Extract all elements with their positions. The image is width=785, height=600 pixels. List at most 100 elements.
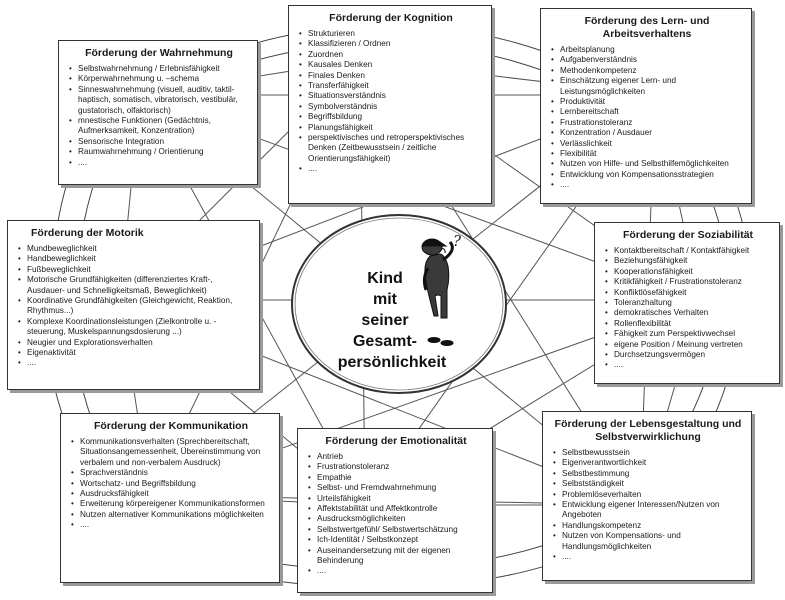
list-item: .... xyxy=(69,158,250,169)
list-item: Zuordnen xyxy=(299,50,484,61)
list-item: Selbstbestimmung xyxy=(553,469,744,480)
list-item: Empathie xyxy=(308,473,485,484)
list-item: Handbeweglichkeit xyxy=(18,254,252,265)
list-item: Koordinative Grundfähigkeiten (Gleichgew… xyxy=(18,296,252,317)
list-item: .... xyxy=(18,358,252,369)
list-item: Handlungskompetenz xyxy=(553,521,744,532)
list-item: Ausdrucksmöglichkeiten xyxy=(308,514,485,525)
box-soziabilitaet-list: Kontaktbereitschaft / Kontaktfähigkeit B… xyxy=(604,246,772,371)
box-kommunikation-title: Förderung der Kommunikation xyxy=(93,420,248,432)
center-line-gesamt: Gesamt- xyxy=(352,333,418,350)
list-item: Selbst- und Fremdwahrnehmung xyxy=(308,483,485,494)
box-soziabilitaet-title: Förderung der Soziabilität xyxy=(622,229,754,241)
list-item: Einschätzung eigener Lern- und Leistungs… xyxy=(551,76,744,97)
list-item: Eigenverantwortlichkeit xyxy=(553,458,744,469)
list-item: Situationsverständnis xyxy=(299,91,484,102)
box-kommunikation-list: Kommunikationsverhalten (Sprechbereitsch… xyxy=(70,437,272,531)
box-lernverhalten-title: Förderung des Lern- und Arbeitsverhalten… xyxy=(584,15,710,40)
pondering-child-figure xyxy=(421,238,454,346)
list-item: Selbstwertgefühl/ Selbstwertschätzung xyxy=(308,525,485,536)
list-item: Kritikfähigkeit / Frustrationstoleranz xyxy=(605,277,772,288)
box-wahrnehmung-list: Selbstwahrnehmung / Erlebnisfähigkeit Kö… xyxy=(68,64,250,168)
box-motorik: Förderung der Motorik Mundbeweglichkeit … xyxy=(7,220,260,390)
box-kommunikation: Förderung der Kommunikation Kommunikatio… xyxy=(60,413,280,583)
list-item: Urteilsfähigkeit xyxy=(308,494,485,505)
list-item: Finales Denken xyxy=(299,71,484,82)
box-lernverhalten-list: Arbeitsplanung Aufgabenverständnis Metho… xyxy=(550,45,744,191)
list-item: Erweiterung körpereigener Kommunikations… xyxy=(71,499,272,510)
list-item: .... xyxy=(71,520,272,531)
list-item: Konfliktlösefähigkeit xyxy=(605,288,772,299)
list-item: Aufgabenverständnis xyxy=(551,55,744,66)
list-item: .... xyxy=(551,180,744,191)
list-item: Antrieb xyxy=(308,452,485,463)
list-item: Verlässlichkeit xyxy=(551,139,744,150)
list-item: Auseinandersetzung mit der eigenen Behin… xyxy=(308,546,485,567)
list-item: .... xyxy=(299,164,484,175)
list-item: Frustrationstoleranz xyxy=(308,462,485,473)
list-item: Selbstbewusstsein xyxy=(553,448,744,459)
box-lebensgestaltung-list: Selbstbewusstsein Eigenverantwortlichkei… xyxy=(552,448,744,563)
list-item: Flexibilität xyxy=(551,149,744,160)
list-item: Selbstständigkeit xyxy=(553,479,744,490)
center-label: Kind mit seiner Gesamt- xyxy=(330,268,440,352)
list-item: Sinneswahrnehmung (visuell, auditiv, tak… xyxy=(69,85,250,116)
list-item: Fähigkeit zum Perspektivwechsel xyxy=(605,329,772,340)
center-line-seiner: seiner xyxy=(361,312,409,329)
list-item: mnestische Funktionen (Gedächtnis, Aufme… xyxy=(69,116,250,137)
list-item: Problemlöseverhalten xyxy=(553,490,744,501)
list-item: Produktivität xyxy=(551,97,744,108)
center-line-mit: mit xyxy=(373,291,397,308)
list-item: Wortschatz- und Begriffsbildung xyxy=(71,479,272,490)
list-item: .... xyxy=(605,360,772,371)
box-emotionalitaet-list: Antrieb Frustrationstoleranz Empathie Se… xyxy=(307,452,485,577)
box-kognition-list: Strukturieren Klassifizieren / Ordnen Zu… xyxy=(298,29,484,175)
list-item: Fußbeweglichkeit xyxy=(18,265,252,276)
center-circle xyxy=(291,214,507,394)
list-item: Körperwahrnehmung u. –schema xyxy=(69,74,250,85)
list-item: Sprachverständnis xyxy=(71,468,272,479)
list-item: Beziehungsfähigkeit xyxy=(605,256,772,267)
list-item: Kommunikationsverhalten (Sprechbereitsch… xyxy=(71,437,272,468)
box-emotionalitaet-title: Förderung der Emotionalität xyxy=(325,435,467,447)
list-item: Motorische Grundfähigkeiten (differenzie… xyxy=(18,275,252,296)
list-item: Planungsfähigkeit xyxy=(299,123,484,134)
list-item: Arbeitsplanung xyxy=(551,45,744,56)
list-item: Komplexe Koordinationsleistungen (Zielko… xyxy=(18,317,252,338)
list-item: Raumwahrnehmung / Orientierung xyxy=(69,147,250,158)
list-item: Rollenflexibilität xyxy=(605,319,772,330)
list-item: Selbstwahrnehmung / Erlebnisfähigkeit xyxy=(69,64,250,75)
list-item: Konzentration / Ausdauer xyxy=(551,128,744,139)
list-item: Lernbereitschaft xyxy=(551,107,744,118)
list-item: Nutzen von Hilfe- und Selbsthilfemöglich… xyxy=(551,159,744,170)
box-motorik-title: Förderung der Motorik xyxy=(31,227,144,239)
list-item: Neugier und Explorationsverhalten xyxy=(18,338,252,349)
box-wahrnehmung-title: Förderung der Wahrnehmung xyxy=(85,47,233,59)
box-soziabilitaet: Förderung der Soziabilität Kontaktbereit… xyxy=(594,222,780,384)
box-lebensgestaltung-title: Förderung der Lebensgestaltung und Selbs… xyxy=(554,418,742,443)
list-item: Symbolverständnis xyxy=(299,102,484,113)
question-mark: ? xyxy=(453,232,462,250)
list-item: demokratisches Verhalten xyxy=(605,308,772,319)
list-item: .... xyxy=(553,552,744,563)
box-lebensgestaltung: Förderung der Lebensgestaltung und Selbs… xyxy=(542,411,752,581)
list-item: Nutzen von Kompensations- und Handlungsm… xyxy=(553,531,744,552)
list-item: Ich-Identität / Selbstkonzept xyxy=(308,535,485,546)
box-wahrnehmung: Förderung der Wahrnehmung Selbstwahrnehm… xyxy=(58,40,258,185)
list-item: Eigenaktivität xyxy=(18,348,252,359)
list-item: Mundbeweglichkeit xyxy=(18,244,252,255)
list-item: Transferfähigkeit xyxy=(299,81,484,92)
list-item: Affektstabilität und Affektkontrolle xyxy=(308,504,485,515)
list-item: Methodenkompetenz xyxy=(551,66,744,77)
list-item: Begriffsbildung xyxy=(299,112,484,123)
list-item: Kontaktbereitschaft / Kontaktfähigkeit xyxy=(605,246,772,257)
list-item: Klassifizieren / Ordnen xyxy=(299,39,484,50)
list-item: Strukturieren xyxy=(299,29,484,40)
list-item: Kausales Denken xyxy=(299,60,484,71)
list-item: Sensorische Integration xyxy=(69,137,250,148)
center-line-kind: Kind xyxy=(367,270,403,287)
box-kognition: Förderung der Kognition Strukturieren Kl… xyxy=(288,5,492,204)
list-item: Toleranzhaltung xyxy=(605,298,772,309)
list-item: Nutzen alternativer Kommunikations mögli… xyxy=(71,510,272,521)
list-item: perspektivisches und retroperspektivisch… xyxy=(299,133,484,164)
